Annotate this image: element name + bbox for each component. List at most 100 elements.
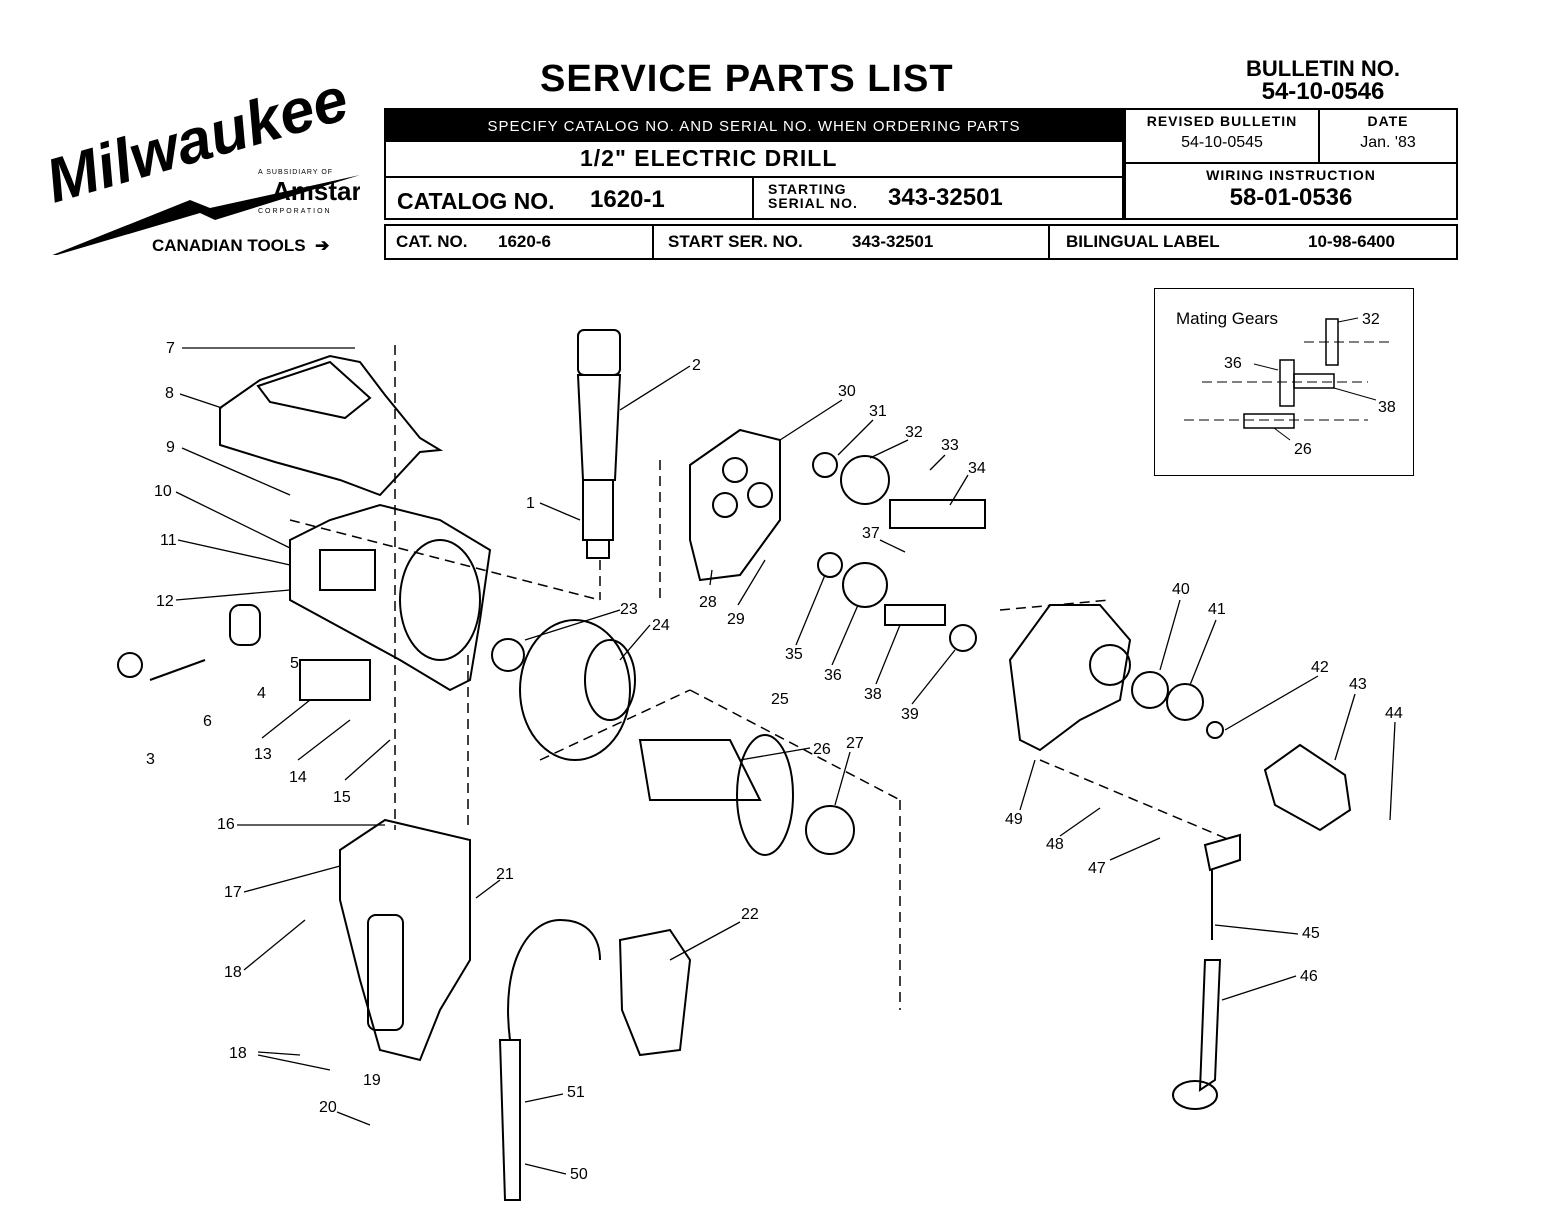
gear-cover-opening (256, 360, 372, 420)
part-number-label: 5 (290, 655, 299, 672)
can-start-number: 343-32501 (852, 232, 934, 251)
part-number-label: 16 (217, 816, 235, 833)
part-number-label: 36 (824, 667, 842, 684)
part-number-label: 17 (224, 884, 242, 901)
divider (1124, 162, 1458, 164)
divider (752, 176, 754, 220)
motor-housing-bore (399, 539, 481, 661)
switch-part (618, 928, 692, 1057)
bearing-35 (817, 552, 843, 578)
divider (384, 176, 1124, 178)
divider (652, 226, 654, 258)
logo-subsidiary: A SUBSIDIARY OF (258, 169, 333, 176)
starting-serial-label: STARTING SERIAL NO. (768, 182, 858, 210)
starting-serial-number: 343-32501 (888, 184, 1003, 211)
part-number-label: 48 (1046, 836, 1064, 853)
part-number-label: 10 (154, 483, 172, 500)
part-number-label: 14 (289, 769, 307, 786)
washer-42 (1206, 721, 1224, 739)
key-holder-part (1198, 959, 1222, 1092)
part-number-label: 21 (496, 866, 514, 883)
part-number-label: 1 (526, 495, 535, 512)
nameplate-part (319, 549, 376, 591)
gear-plate-part (689, 428, 781, 582)
page-title: SERVICE PARTS LIST (540, 58, 954, 100)
front-housing-part (1008, 604, 1132, 752)
revised-label: REVISED BULLETIN (1146, 113, 1298, 129)
part-number-label: 4 (257, 685, 266, 702)
can-cat-label: CAT. NO. (396, 232, 468, 251)
part-number-label: 11 (160, 532, 177, 549)
part-number-label: 8 (165, 385, 174, 402)
part-number-label: 28 (699, 594, 717, 611)
starting-label-line1: STARTING (768, 181, 847, 197)
part-number-label: 38 (864, 686, 882, 703)
mating-label-32: 32 (1362, 311, 1380, 328)
shaft-38 (884, 604, 946, 626)
part-number-label: 39 (901, 706, 919, 723)
part-number-label: 44 (1385, 705, 1403, 722)
spindle-thread (586, 539, 610, 559)
divider (1318, 108, 1320, 164)
part-number-label: 20 (319, 1099, 337, 1116)
part-number-label: 22 (741, 906, 759, 923)
ordering-note: SPECIFY CATALOG NO. AND SERIAL NO. WHEN … (386, 110, 1122, 142)
part-number-label: 40 (1172, 581, 1190, 598)
part-number-label: 19 (363, 1072, 381, 1089)
shaft-34 (889, 499, 986, 529)
brush-holder-4 (229, 604, 261, 646)
part-number-label: 24 (652, 617, 670, 634)
part-number-label: 23 (620, 601, 638, 618)
part-number-label: 49 (1005, 811, 1023, 828)
spring-6 (149, 659, 206, 681)
part-number-label: 37 (862, 525, 880, 542)
part-number-label: 26 (813, 741, 831, 758)
canadian-label-text: CANADIAN TOOLS (152, 236, 306, 255)
part-number-label: 41 (1208, 601, 1226, 618)
bearing-40 (1131, 671, 1169, 709)
part-number-label: 6 (203, 713, 212, 730)
brush-cap-3 (117, 652, 143, 678)
part-number-label: 25 (771, 691, 789, 708)
handle-part (339, 818, 471, 1062)
gear-32 (840, 455, 890, 505)
part-number-label: 50 (570, 1166, 588, 1183)
part-number-label: 31 (869, 403, 887, 420)
divider (1048, 226, 1050, 258)
part-number-label: 35 (785, 646, 803, 663)
bulletin-number: 54-10-0546 (1261, 78, 1385, 105)
part-number-label: 29 (727, 611, 745, 628)
mating-label-38: 38 (1378, 399, 1396, 416)
bilingual-number: 10-98-6400 (1308, 232, 1395, 251)
part-number-label: 18 (229, 1045, 247, 1062)
part-number-label: 46 (1300, 968, 1318, 985)
catalog-label: CATALOG NO. (397, 188, 555, 214)
bilingual-label: BILINGUAL LABEL (1066, 232, 1220, 251)
can-cat-number: 1620-6 (498, 232, 551, 251)
revision-box (1124, 108, 1458, 220)
part-number-label: 32 (905, 424, 923, 441)
part-number-label: 47 (1088, 860, 1106, 877)
brush-plate-13 (299, 659, 371, 701)
part-number-label: 43 (1349, 676, 1367, 693)
mating-gears-inset (1154, 288, 1414, 476)
part-number-label: 7 (166, 340, 175, 357)
part-number-label: 30 (838, 383, 856, 400)
mating-gears-title: Mating Gears (1176, 309, 1278, 328)
bearing-39 (949, 624, 977, 652)
mating-gears-diagram: Mating Gears 32 36 38 26 (1176, 309, 1396, 458)
canadian-row: CAT. NO. 1620-6 START SER. NO. 343-32501… (384, 224, 1458, 260)
arrow-right-icon: ➔ (310, 236, 330, 255)
motor-housing-part (289, 503, 492, 692)
part-number-label: 3 (146, 751, 155, 768)
part-number-label: 2 (692, 357, 701, 374)
part-number-label: 15 (333, 789, 351, 806)
bearing-27 (805, 805, 855, 855)
part-number-label: 12 (156, 593, 174, 610)
ordering-note-text: SPECIFY CATALOG NO. AND SERIAL NO. WHEN … (487, 117, 1021, 135)
product-name: 1/2" ELECTRIC DRILL (580, 145, 838, 171)
gear-cover-part (219, 354, 444, 497)
canadian-tools-label: CANADIAN TOOLS ➔ (152, 236, 329, 256)
